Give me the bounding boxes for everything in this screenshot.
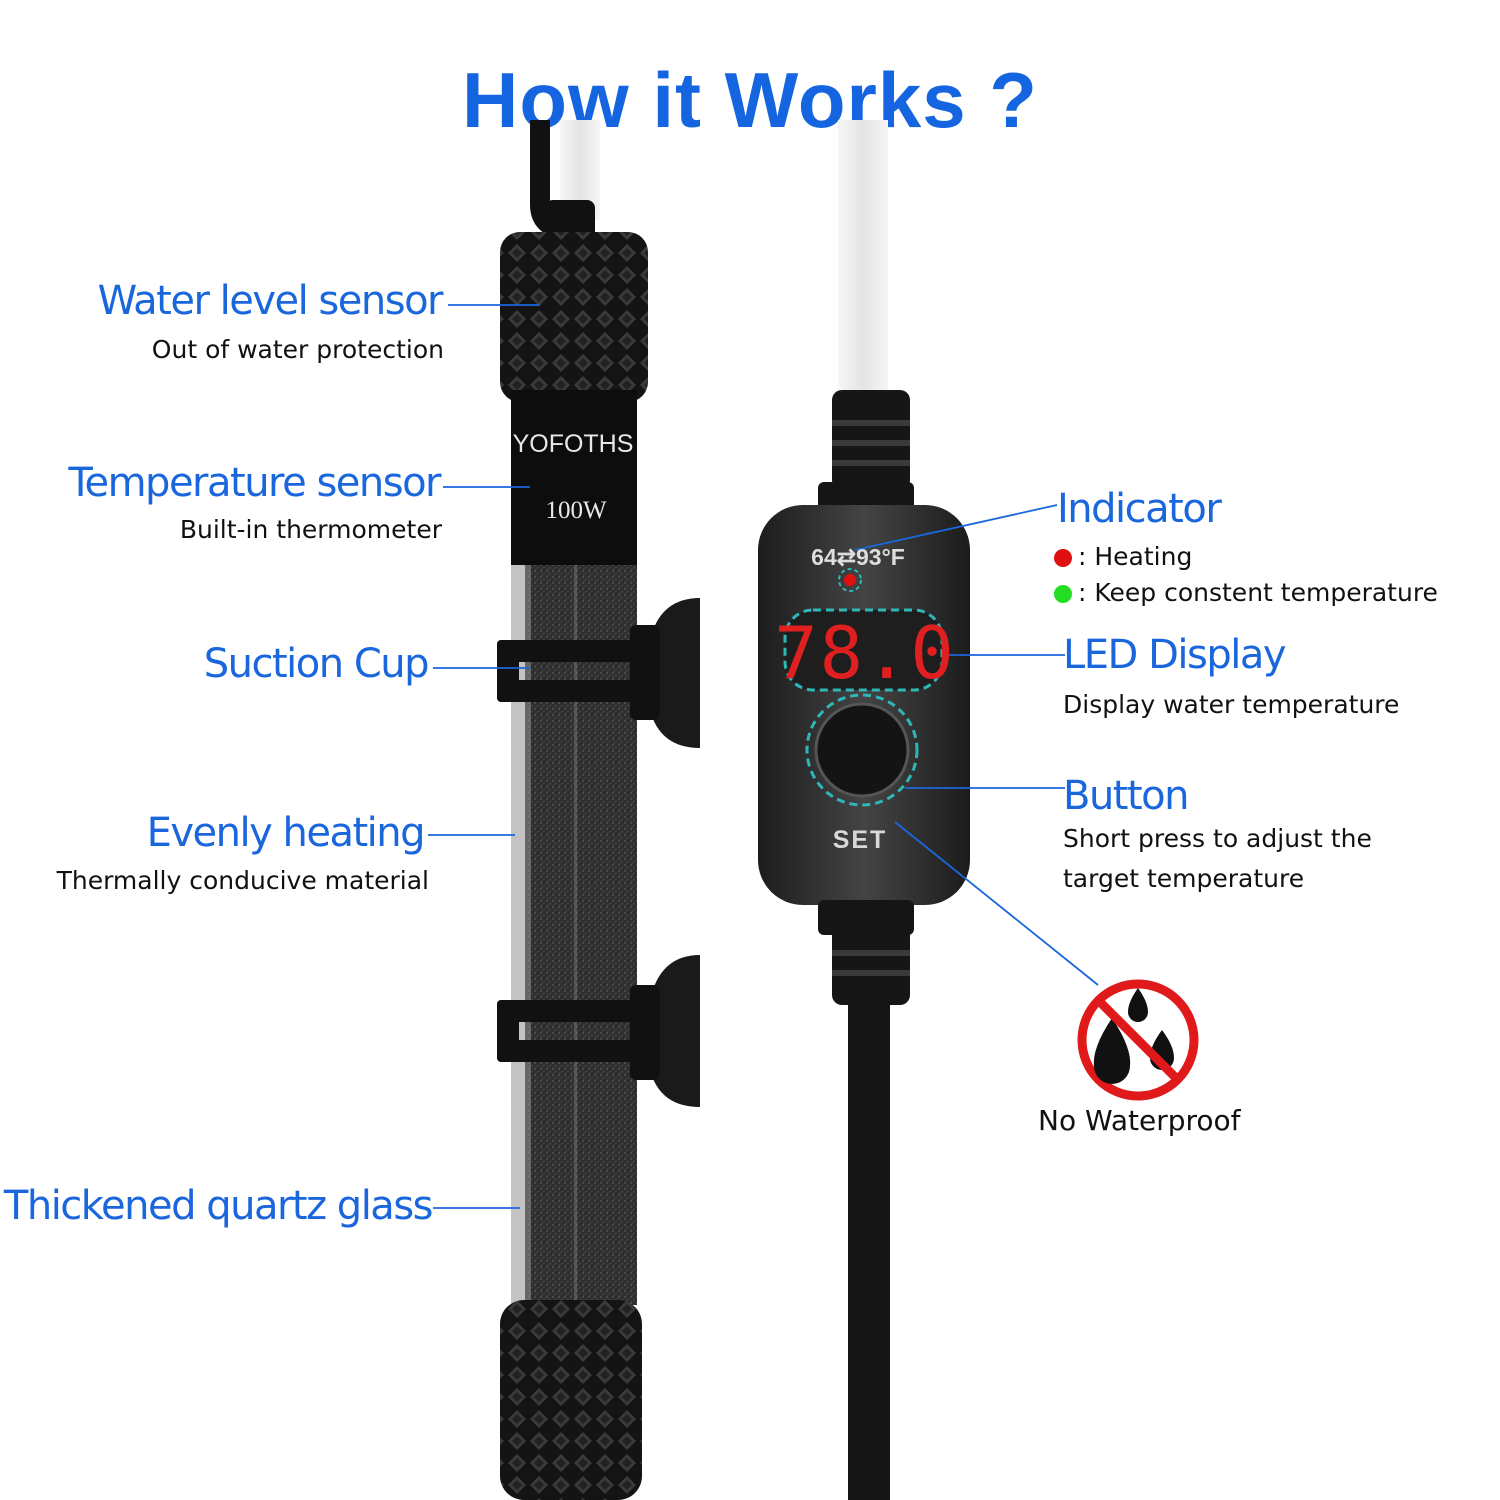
evenly-heating-title: Evenly heating (146, 810, 426, 856)
water-level-sensor-cap (500, 232, 648, 402)
led-display-title: LED Display (1063, 632, 1287, 678)
bottom-cap (500, 1300, 642, 1500)
indicator-heating-text: : Heating (1078, 542, 1193, 571)
temperature-sensor-title: Temperature sensor (68, 460, 441, 506)
heater (497, 200, 700, 1500)
water-level-sensor-desc: Out of water protection (151, 335, 444, 364)
indicator-constant: : Keep constent temperature (1054, 578, 1438, 607)
temperature-sensor-desc: Built-in thermometer (179, 515, 442, 544)
indicator-heating: : Heating (1054, 542, 1192, 571)
red-dot-icon (1054, 549, 1072, 567)
quartz-glass-title: Thickened quartz glass (3, 1183, 434, 1229)
suction-cup-lower (497, 955, 700, 1107)
water-level-sensor-title: Water level sensor (97, 278, 444, 324)
button-desc-line1: Short press to adjust the (1063, 824, 1372, 853)
led-value: 78.0 (774, 611, 955, 695)
led-display-desc: Display water temperature (1063, 690, 1400, 719)
suction-cup-title: Suction Cup (203, 641, 430, 687)
button-title: Button (1063, 773, 1189, 819)
no-waterproof-label: No Waterproof (1038, 1104, 1241, 1137)
button-desc-line2: target temperature (1063, 864, 1305, 893)
lower-strain-relief (832, 925, 910, 1005)
controller-cable (848, 1000, 890, 1500)
green-dot-icon (1054, 585, 1072, 603)
indicator-constant-text: : Keep constent temperature (1078, 578, 1438, 607)
wattage-label: 100W (545, 497, 607, 524)
indicator-dot (844, 574, 856, 586)
brand-label: YOFOTHS (513, 430, 634, 458)
controller (758, 390, 970, 1500)
indicator-title: Indicator (1057, 486, 1222, 532)
evenly-heating-desc: Thermally conducive material (56, 866, 429, 895)
no-water-icon (1077, 979, 1199, 1101)
temperature-sensor-body (511, 390, 637, 565)
set-button[interactable] (814, 702, 910, 798)
set-label: SET (833, 826, 888, 854)
led-display (783, 608, 944, 692)
background-cable-right (838, 120, 888, 400)
leader-lines (428, 304, 1099, 1209)
suction-cup-upper (497, 598, 700, 748)
page-title: How it Works ? (462, 56, 1038, 144)
range-label: 64⇄93°F (811, 544, 905, 570)
cable-strain-relief (545, 200, 595, 240)
